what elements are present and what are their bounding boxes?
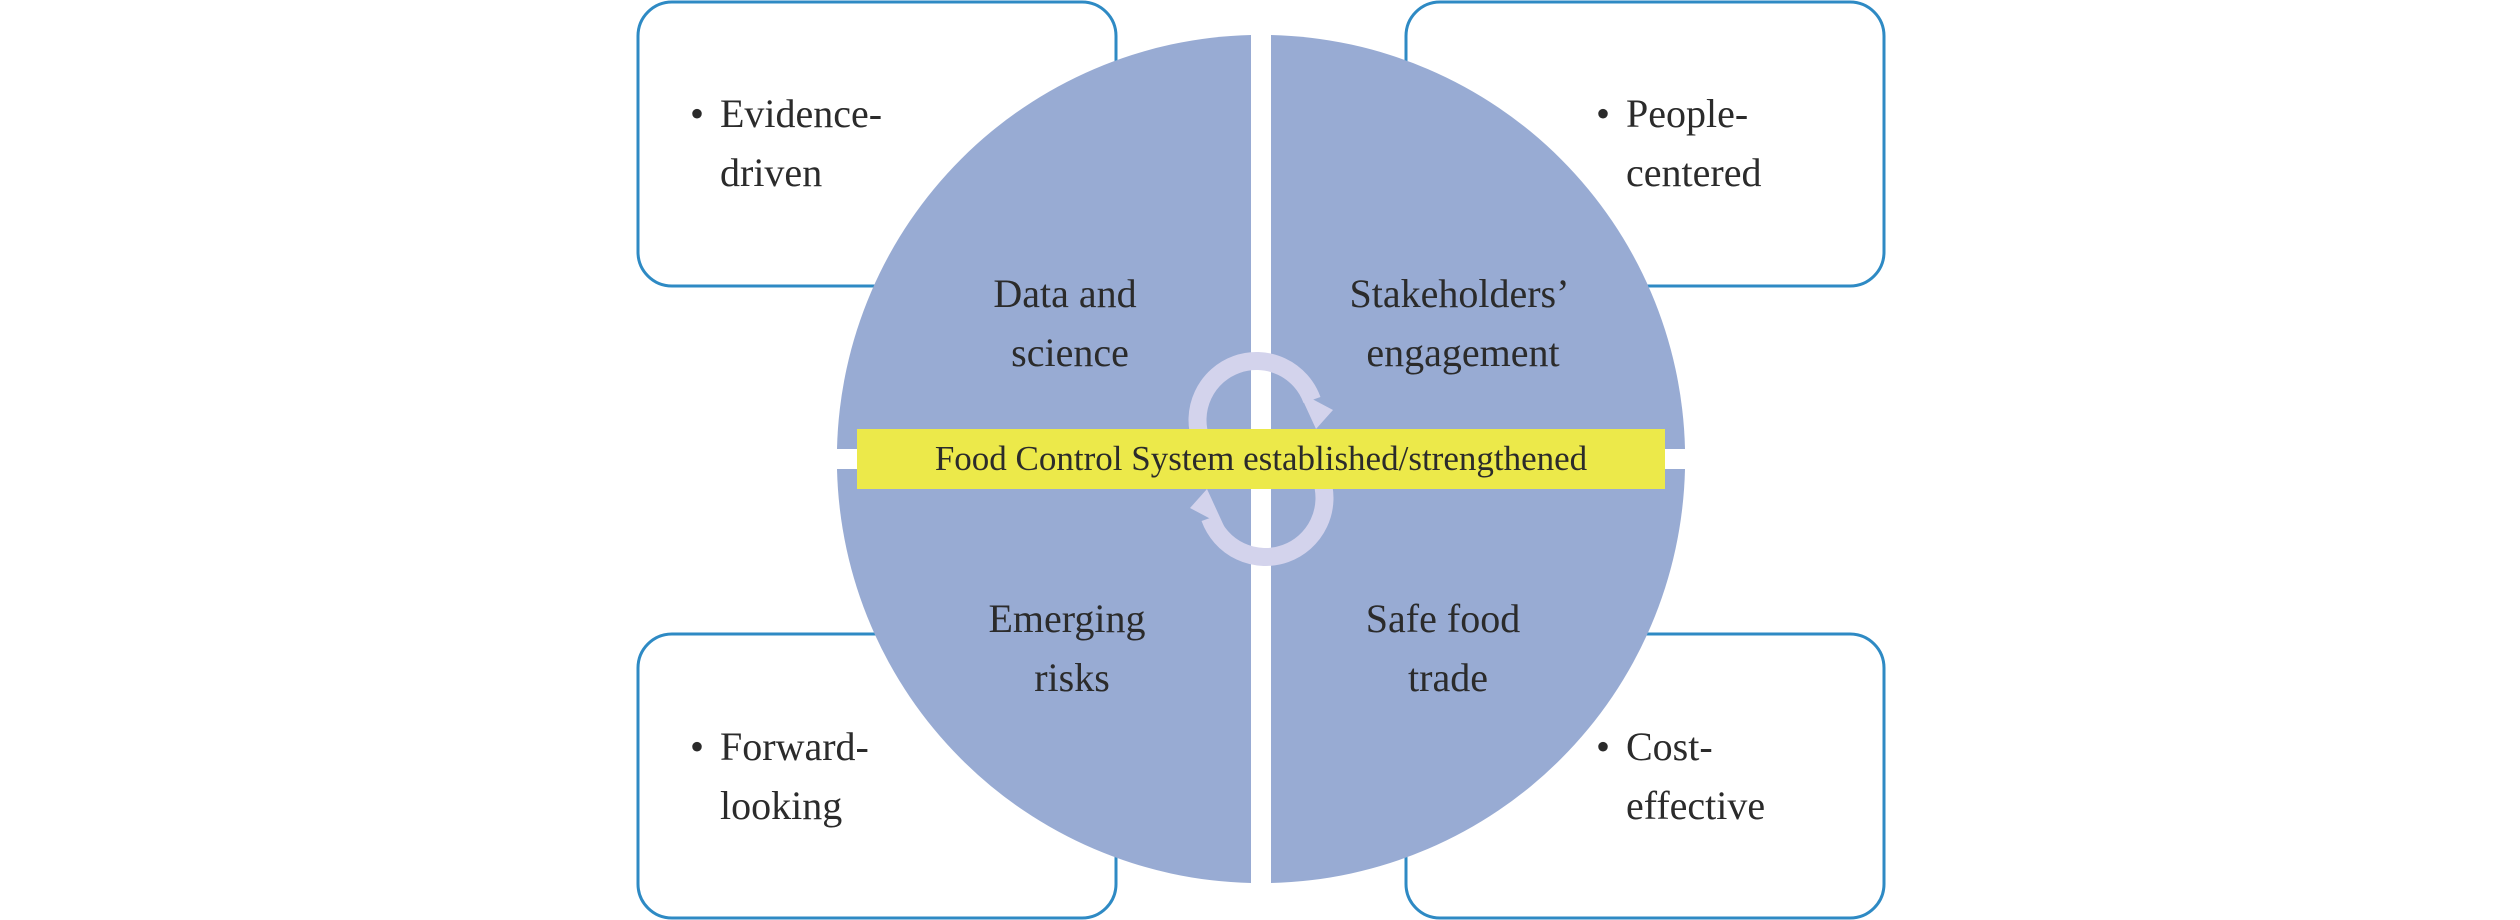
corner-box-line: Evidence-: [720, 91, 882, 136]
quadrant-top-right: [1271, 35, 1685, 449]
corner-box-line: driven: [720, 150, 822, 195]
corner-box-line: Cost-: [1626, 724, 1713, 769]
center-band: [857, 429, 1665, 489]
corner-box-text-evidence-driven: Evidence- driven: [720, 91, 892, 195]
cycle-arrows-icon: [1188, 352, 1334, 566]
corner-box-line: centered: [1626, 150, 1761, 195]
quadrant-top-left: [837, 35, 1251, 449]
corner-box-line: People-: [1626, 91, 1748, 136]
quadrant-label-line: Data and: [993, 271, 1136, 316]
bullet-icon: •: [690, 91, 704, 136]
quadrant-label-stakeholders: Stakeholders’ engagement: [1350, 271, 1577, 375]
corner-box-text-people-centered: People- centered: [1626, 91, 1761, 195]
corner-box-text-forward-looking: Forward- looking: [720, 724, 879, 828]
corner-box-line: looking: [720, 783, 842, 828]
quadrant-label-line: risks: [1034, 655, 1110, 700]
quadrant-bottom-left: [837, 469, 1251, 883]
corner-box-line: Forward-: [720, 724, 869, 769]
bullet-icon: •: [690, 724, 704, 769]
quadrant-label-line: trade: [1408, 655, 1488, 700]
quadrant-label-emerging-risks: Emerging risks: [988, 596, 1155, 700]
bullet-icon: •: [1596, 91, 1610, 136]
quadrant-label-line: Stakeholders’: [1350, 271, 1567, 316]
quadrant-label-data-science: Data and science: [993, 271, 1146, 375]
center-band-label: Food Control System established/strength…: [935, 439, 1588, 478]
quadrant-bottom-right: [1271, 469, 1685, 883]
quadrant-label-line: engagement: [1366, 330, 1559, 375]
corner-box-line: effective: [1626, 783, 1765, 828]
quadrant-label-line: science: [1011, 330, 1129, 375]
bullet-icon: •: [1596, 724, 1610, 769]
corner-box-text-cost-effective: Cost- effective: [1626, 724, 1765, 828]
quadrant-label-safe-food-trade: Safe food trade: [1366, 596, 1530, 700]
quadrant-label-line: Safe food: [1366, 596, 1520, 641]
quadrant-label-line: Emerging: [988, 596, 1145, 641]
